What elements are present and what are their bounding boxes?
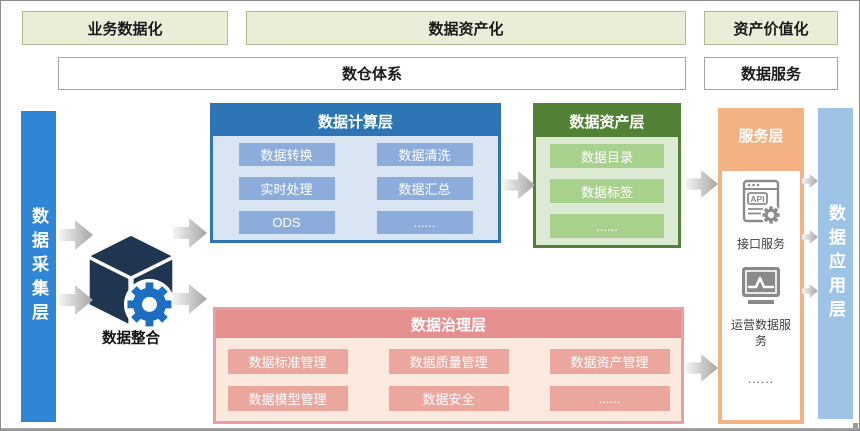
- panel-service-layer: 服务层 API: [718, 108, 804, 424]
- layer-data-collection-label: 数据采集层: [29, 206, 48, 327]
- subbanner-data-warehouse-system: 数仓体系: [58, 57, 686, 90]
- monitor-chart-icon: [741, 266, 781, 311]
- asset-layer-title: 数据资产层: [536, 106, 678, 137]
- service-operation-label: 运营数据服务: [731, 318, 792, 349]
- canvas-bottom-border: [1, 428, 859, 430]
- compute-item: 数据清洗: [376, 142, 473, 166]
- governance-layer-body: 数据标准管理 数据质量管理 数据资产管理 数据模型管理 数据安全 ......: [216, 338, 681, 421]
- layer-data-application-label: 数据应用层: [826, 203, 845, 324]
- banner-business-dataization: 业务数据化: [22, 11, 228, 45]
- service-more-dots: ......: [747, 371, 774, 386]
- resize-handle-dot: [853, 423, 858, 428]
- arrow-right-icon: [172, 218, 208, 248]
- integration-label: 数据整合: [102, 331, 160, 347]
- asset-layer-body: 数据目录 数据标签 ......: [536, 137, 678, 245]
- compute-layer-body: 数据转换 数据清洗 实时处理 数据汇总 ODS ......: [213, 136, 498, 240]
- arrow-right-icon: [503, 170, 535, 200]
- governance-item: 数据质量管理: [388, 348, 509, 374]
- governance-item: 数据安全: [388, 385, 509, 411]
- governance-item: 数据标准管理: [227, 348, 348, 374]
- svg-text:API: API: [750, 194, 764, 204]
- asset-item: 数据目录: [550, 144, 664, 168]
- panel-governance-layer: 数据治理层 数据标准管理 数据质量管理 数据资产管理 数据模型管理 数据安全 .…: [213, 307, 684, 424]
- service-layer-title: 服务层: [738, 128, 784, 145]
- subbanner-data-service: 数据服务: [704, 57, 838, 90]
- governance-item: 数据资产管理: [549, 348, 670, 374]
- compute-layer-title: 数据计算层: [213, 106, 498, 136]
- asset-item: 数据标签: [550, 179, 664, 203]
- arrow-right-icon: [172, 284, 208, 314]
- arrow-right-icon: [59, 220, 93, 250]
- arrow-right-icon: [686, 169, 718, 199]
- compute-item: ......: [376, 210, 473, 234]
- panel-asset-layer: 数据资产层 数据目录 数据标签 ......: [533, 103, 681, 248]
- compute-item: 数据汇总: [376, 176, 473, 200]
- arrow-right-icon: [59, 285, 93, 315]
- compute-item: 数据转换: [238, 142, 335, 166]
- governance-item: ......: [549, 385, 670, 411]
- service-api-label: 接口服务: [736, 237, 785, 251]
- governance-item: 数据模型管理: [227, 385, 348, 411]
- arrow-right-icon: [802, 174, 818, 188]
- governance-layer-title: 数据治理层: [216, 310, 681, 338]
- asset-item: ......: [550, 214, 664, 238]
- compute-item: 实时处理: [238, 176, 335, 200]
- arrow-right-icon: [802, 230, 818, 244]
- arrow-right-icon: [686, 353, 718, 383]
- panel-compute-layer: 数据计算层 数据转换 数据清洗 实时处理 数据汇总 ODS ......: [210, 103, 501, 243]
- service-layer-body: API 接口服务: [722, 171, 800, 420]
- banner-data-assetization: 数据资产化: [246, 11, 686, 45]
- layer-data-application: 数据应用层: [818, 108, 853, 419]
- layer-data-collection: 数据采集层: [21, 111, 56, 422]
- cube-gear-icon: [87, 235, 175, 330]
- compute-item: ODS: [238, 210, 335, 234]
- arrow-right-icon: [802, 284, 818, 298]
- banner-asset-valuization: 资产价值化: [704, 11, 838, 45]
- api-icon: API: [741, 179, 781, 230]
